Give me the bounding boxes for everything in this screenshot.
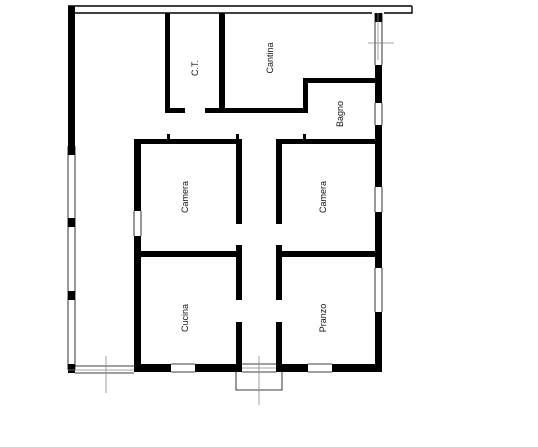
- wall-right-bottom: [375, 312, 382, 372]
- wall-cucina-left: [134, 257, 141, 367]
- wall-bottom-left-window: [75, 365, 134, 374]
- door-stub-top-mid: [303, 134, 306, 139]
- wall-camera-left-right: [236, 139, 242, 224]
- room-label-bagno: Bagno: [335, 101, 345, 127]
- wall-ct-cantina: [219, 13, 225, 113]
- wall-cucina-bottom-left: [134, 364, 171, 372]
- wall-right-upper: [375, 65, 382, 103]
- wall-right-mid: [375, 125, 382, 187]
- door-stub-top-left: [167, 134, 170, 139]
- wall-cucina-bottom-right: [195, 364, 242, 372]
- wall-left-window: [67, 146, 76, 370]
- outer-walls: [67, 5, 413, 374]
- wall-pranzo-bottom-left: [276, 364, 308, 372]
- room-label-pranzo: Pranzo: [318, 304, 328, 333]
- wall-left-pier-3: [68, 291, 75, 300]
- wall-right-bagno-window: [374, 103, 383, 125]
- wall-pranzo-left-bottom: [276, 322, 282, 367]
- wall-pranzo-bottom-right: [332, 364, 382, 372]
- wall-ct-left: [165, 13, 170, 111]
- wall-cucina-right-top: [236, 245, 242, 300]
- room-label-cucina: Cucina: [180, 304, 190, 332]
- room-label-ct: C.T.: [190, 60, 200, 76]
- wall-left-pier-1: [68, 146, 75, 155]
- wall-camera-left-top: [134, 139, 238, 144]
- wall-top: [68, 5, 413, 14]
- right-block-walls: [167, 134, 382, 373]
- wall-camera-cucina-divider: [134, 251, 238, 257]
- wall-ct-bottom-left: [165, 108, 185, 113]
- upper-walls: [165, 13, 375, 113]
- wall-right-camera-window: [374, 187, 383, 212]
- wall-left-upper: [68, 6, 75, 146]
- room-label-camera-left: Camera: [180, 181, 190, 213]
- wall-left-pier-4: [68, 364, 75, 373]
- window-pranzo-bottom: [308, 363, 332, 373]
- wall-right-lower: [375, 212, 382, 268]
- wall-ct-bottom-right: [205, 108, 225, 113]
- wall-bagno-top: [303, 78, 375, 83]
- wall-pranzo-left-top: [276, 245, 282, 300]
- wall-camera-right-left: [276, 139, 282, 224]
- wall-left-pier-2: [68, 218, 75, 227]
- wall-camera-pranzo-divider: [276, 251, 382, 257]
- wall-cucina-right-bottom: [236, 322, 242, 367]
- window-camera-left: [133, 211, 142, 236]
- left-block-walls: [133, 139, 242, 373]
- wall-right-pier-top: [375, 13, 382, 22]
- door-stub-top-right: [236, 134, 239, 139]
- wall-cantina-bottom: [225, 108, 308, 113]
- guide-lines: [68, 13, 394, 405]
- room-label-cantina: Cantina: [265, 42, 275, 73]
- wall-camera-right-top: [276, 139, 382, 144]
- wall-camera-left-top-inner: [134, 139, 141, 211]
- wall-camera-left-lower: [134, 236, 141, 256]
- wall-right-pranzo-window: [374, 268, 383, 312]
- window-cucina-bottom: [171, 363, 195, 373]
- room-label-camera-right: Camera: [318, 181, 328, 213]
